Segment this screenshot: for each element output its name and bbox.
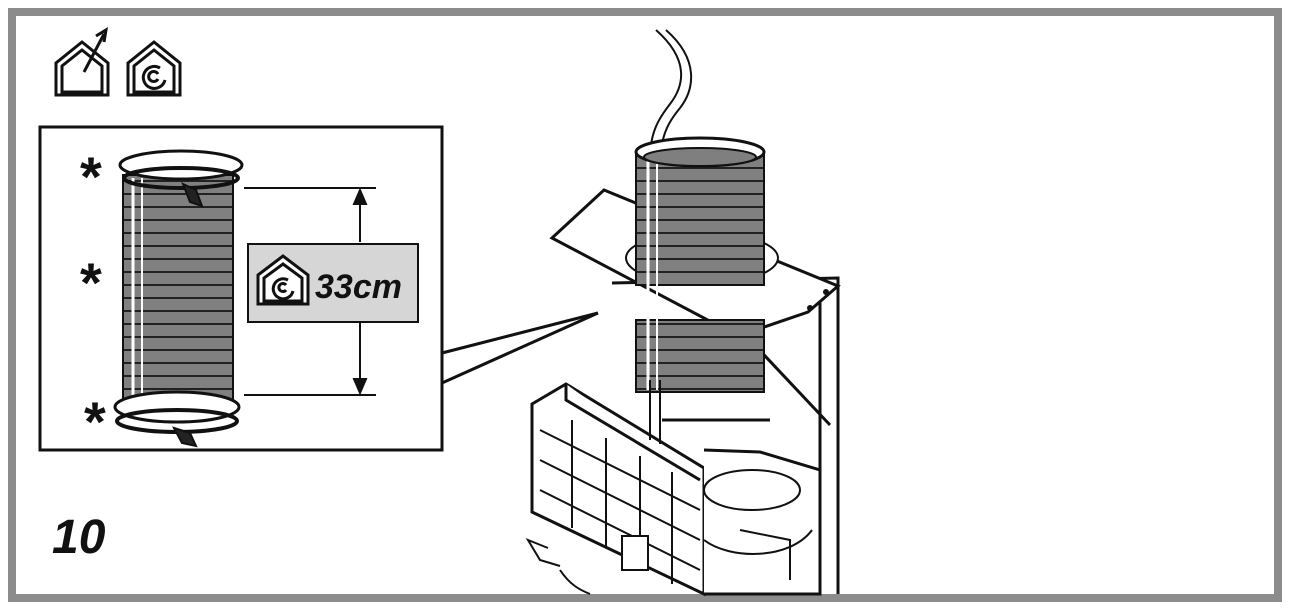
filter-panel [530, 380, 706, 597]
dimension-indicator [244, 187, 376, 396]
step-number: 10 [52, 511, 106, 564]
asterisk-top: * [80, 145, 102, 208]
main-flexible-duct [634, 136, 766, 393]
motor-housing [703, 448, 822, 596]
asterisk-middle: * [80, 251, 102, 314]
callout-pointer [441, 311, 599, 385]
recirculation-mode-icon [256, 254, 310, 306]
duct-length-label: 33cm [247, 243, 419, 323]
recirculation-mode-icon [126, 40, 182, 97]
duct-length-text: 33cm [315, 268, 402, 306]
lower-wiring [525, 537, 591, 595]
ducted-mode-icon [54, 27, 110, 97]
asterisk-bottom: * [84, 390, 106, 453]
inset-flexible-duct [113, 149, 244, 448]
